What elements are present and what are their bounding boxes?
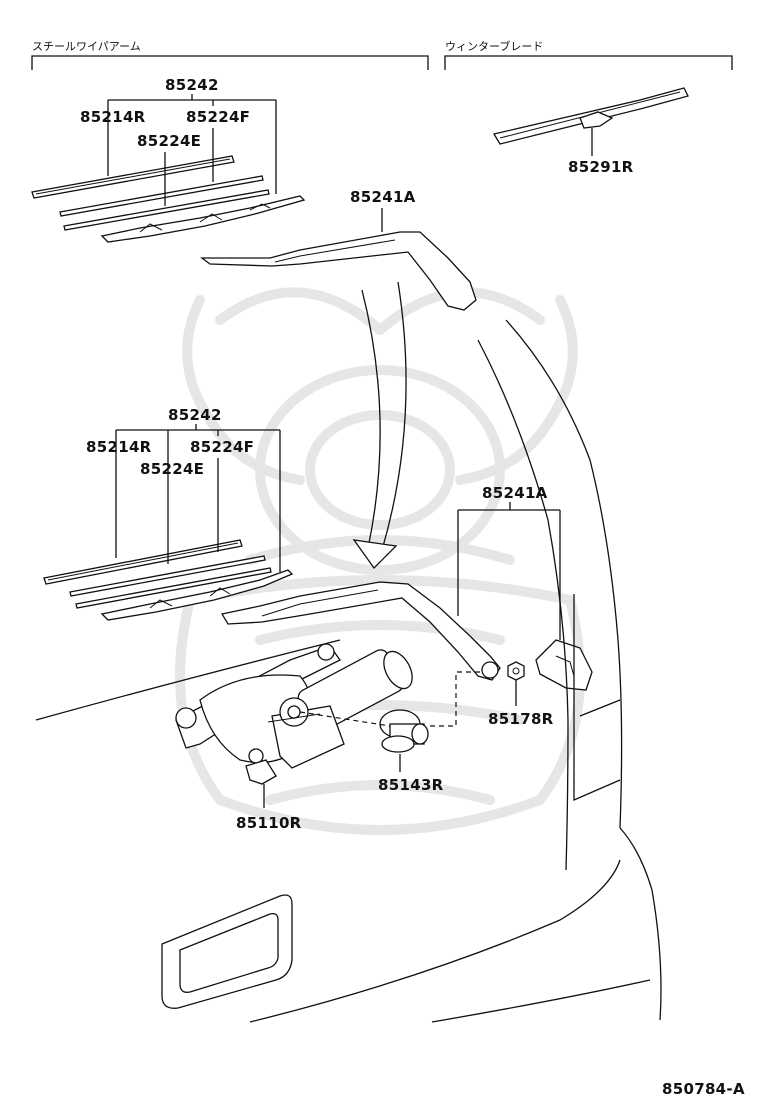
label-85214R-top: 85214R [80,108,146,126]
header-winter-blade: ウィンターブレード [445,39,543,53]
label-85224F-top: 85224F [186,108,250,126]
middle-blade-assembly [43,539,294,621]
label-85241A-mid: 85241A [482,484,548,502]
label-85214R-mid: 85214R [86,438,152,456]
top-wiper-arm: 85241A [200,188,477,311]
label-85224F-mid: 85224F [190,438,254,456]
label-85110R: 85110R [236,814,302,832]
top-blade-assembly [31,155,306,243]
motion-arrow [352,281,407,570]
section-header-steel-wiper-arm: スチールワイパアーム [31,40,429,70]
middle-wiper-arm [220,581,501,681]
right-label-85241A: 85241A [457,484,593,691]
label-85178R: 85178R [488,710,554,728]
wiper-motor [175,643,413,785]
part-85178R: 85178R [488,661,554,728]
part-85143R: 85143R [378,709,444,794]
winter-blade: 85291R [492,87,689,176]
part-85110R: 85110R [236,784,302,832]
vehicle-body [35,319,662,1023]
figure-id: 850784-A [662,1080,745,1098]
label-85224E-top: 85224E [137,132,201,150]
label-85242-top: 85242 [165,76,219,94]
label-85291R: 85291R [568,158,634,176]
label-85241A-top: 85241A [350,188,416,206]
middle-label-tree: 85242 85214R 85224F 85224E [86,406,281,572]
top-label-tree: 85242 85214R 85224F 85224E [80,76,277,206]
label-85224E-mid: 85224E [140,460,204,478]
header-steel-wiper-arm: スチールワイパアーム [32,40,141,53]
label-85242-mid: 85242 [168,406,222,424]
assembly-guide-lines [299,671,480,727]
label-85143R: 85143R [378,776,444,794]
section-header-winter-blade: ウィンターブレード [444,39,733,70]
